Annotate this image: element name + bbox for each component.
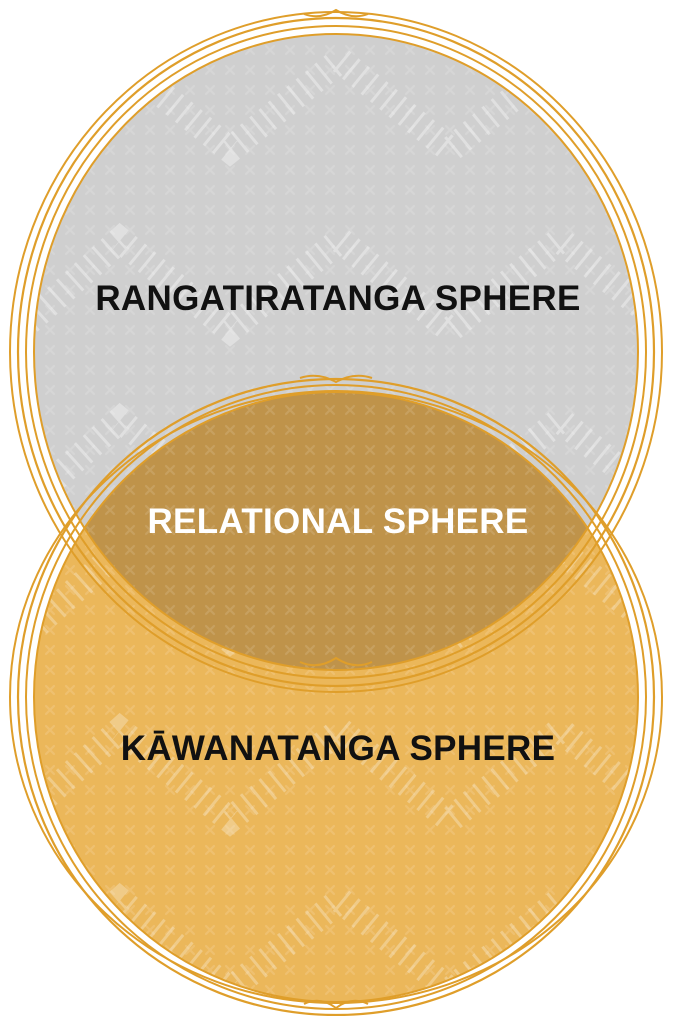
relational-sphere-label: RELATIONAL SPHERE [147,502,528,541]
rangatiratanga-sphere-label: RANGATIRATANGA SPHERE [95,279,580,318]
kawanatanga-sphere-label: KĀWANATANGA SPHERE [121,729,555,768]
